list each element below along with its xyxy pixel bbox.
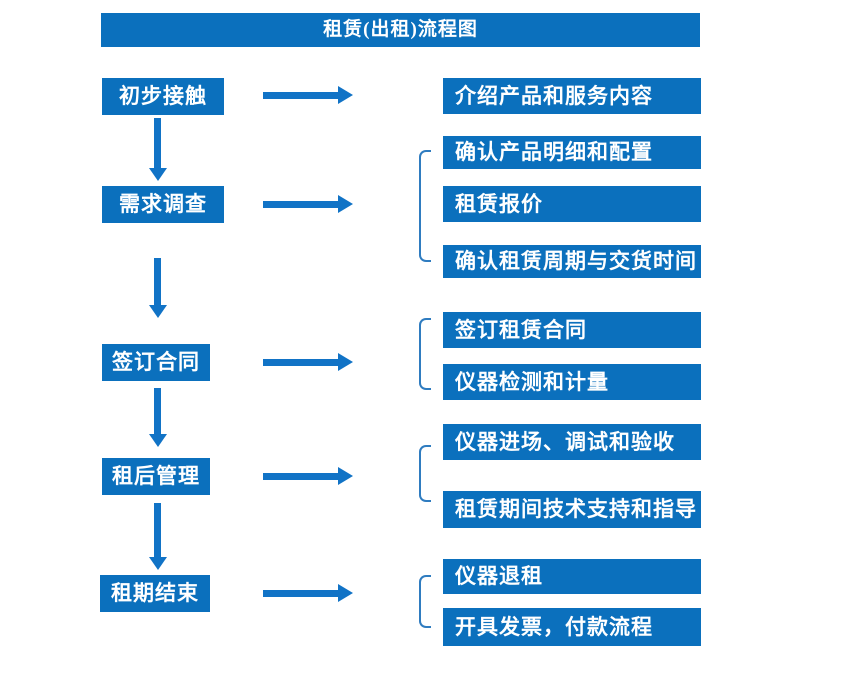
arrow-down-icon [149, 258, 167, 318]
arrow-right-icon [263, 467, 353, 485]
arrow-right-icon [263, 353, 353, 371]
bracket-left-icon [419, 318, 431, 390]
arrow-head [149, 557, 167, 570]
step-box-needs-survey: 需求调查 [102, 186, 224, 223]
arrow-shaft [263, 473, 339, 480]
detail-box-sign-rental-contract: 签订租赁合同 [443, 312, 701, 348]
arrow-down-icon [149, 503, 167, 570]
flowchart-title: 租赁(出租)流程图 [101, 13, 700, 47]
bracket-left-icon [419, 150, 431, 262]
arrow-down-icon [149, 118, 167, 181]
detail-box-introduce-products: 介绍产品和服务内容 [443, 78, 701, 114]
arrow-shaft [154, 503, 161, 558]
arrow-shaft [154, 388, 161, 435]
step-box-initial-contact: 初步接触 [102, 78, 224, 115]
arrow-shaft [154, 258, 161, 306]
arrow-head [149, 305, 167, 318]
arrow-head [149, 168, 167, 181]
arrow-head [338, 353, 353, 371]
detail-box-technical-support: 租赁期间技术支持和指导 [443, 491, 701, 528]
step-box-rental-end: 租期结束 [100, 575, 210, 612]
arrow-shaft [263, 92, 339, 99]
arrow-right-icon [263, 584, 353, 602]
arrow-head [149, 434, 167, 447]
detail-box-invoice-payment: 开具发票，付款流程 [443, 608, 701, 646]
arrow-right-icon [263, 195, 353, 213]
arrow-head [338, 195, 353, 213]
arrow-head [338, 86, 353, 104]
arrow-head [338, 467, 353, 485]
bracket-left-icon [419, 575, 431, 628]
detail-box-instrument-inspection: 仪器检测和计量 [443, 364, 701, 400]
detail-box-rental-quote: 租赁报价 [443, 186, 701, 222]
arrow-head [338, 584, 353, 602]
detail-box-instrument-return: 仪器退租 [443, 559, 701, 594]
bracket-left-icon [419, 445, 431, 502]
arrow-shaft [263, 359, 339, 366]
detail-box-instrument-setup-acceptance: 仪器进场、调试和验收 [443, 424, 701, 460]
arrow-right-icon [263, 86, 353, 104]
detail-box-confirm-product-config: 确认产品明细和配置 [443, 136, 701, 169]
arrow-shaft [154, 118, 161, 169]
arrow-shaft [263, 201, 339, 208]
step-box-sign-contract: 签订合同 [102, 344, 210, 381]
arrow-shaft [263, 590, 339, 597]
arrow-down-icon [149, 388, 167, 447]
step-box-post-rental-management: 租后管理 [102, 458, 210, 495]
detail-box-confirm-period-delivery: 确认租赁周期与交货时间 [443, 245, 701, 278]
